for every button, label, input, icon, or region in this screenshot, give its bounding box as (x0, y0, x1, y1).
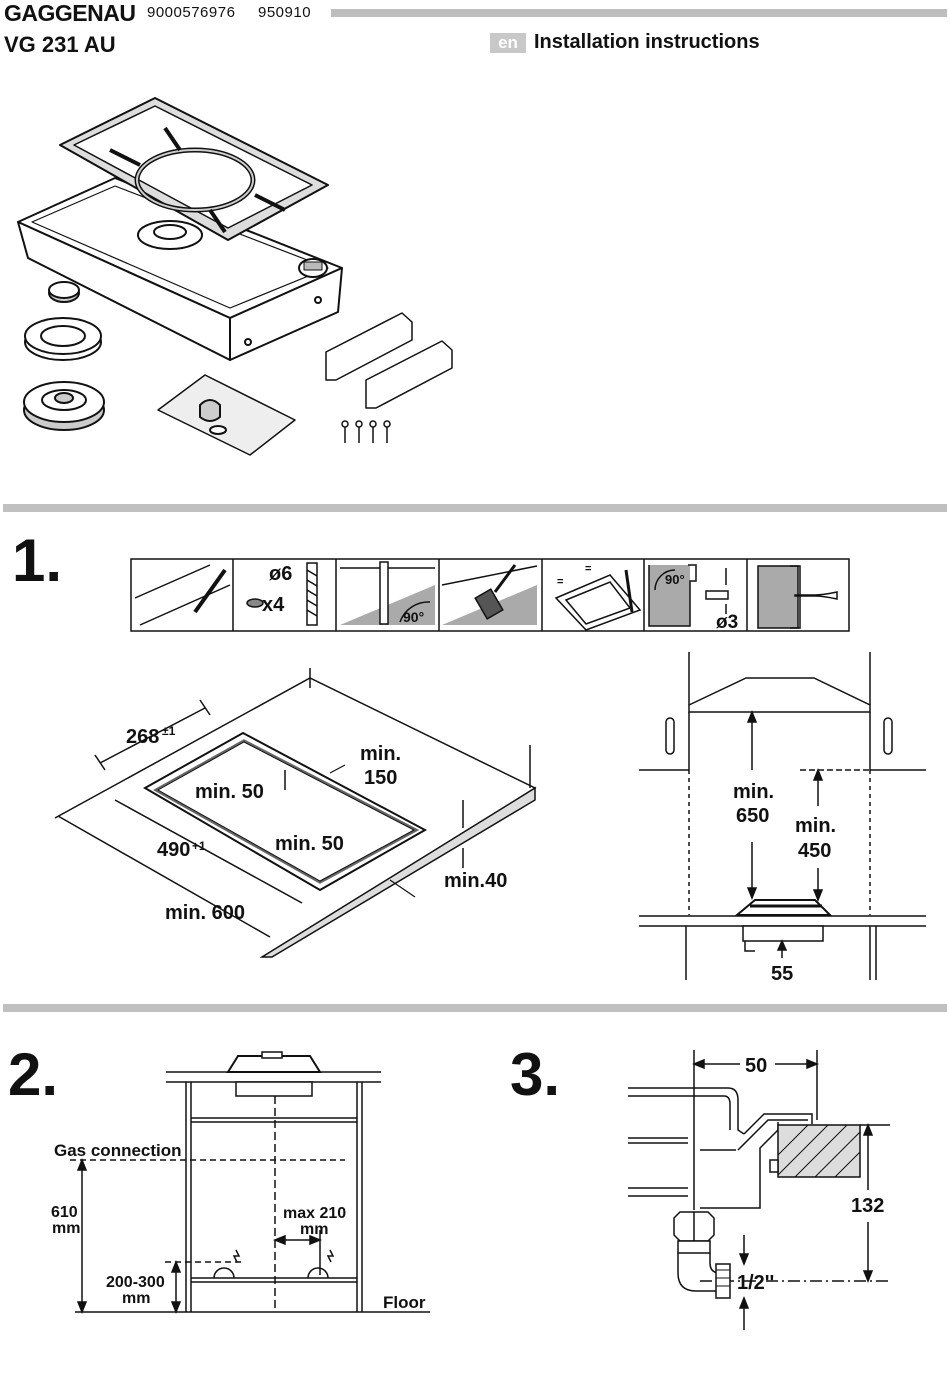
min-back-label-1: min. (360, 743, 401, 765)
min-thickness-label: min.40 (444, 870, 507, 892)
brand-logo: GAGGENAU (4, 0, 136, 26)
step-2-number: 2. (8, 1041, 59, 1108)
min-depth-label: min. 600 (165, 902, 245, 924)
min-side-label: min. 50 (275, 833, 344, 855)
depth-below-label: 55 (771, 963, 793, 985)
cutout-width-label: 268 (126, 726, 159, 748)
min-back-label-2: 150 (364, 767, 397, 789)
drill-diameter-label: ø6 (269, 563, 292, 585)
min-cabinet-label-2: 450 (798, 840, 831, 862)
section-divider-1 (3, 504, 947, 512)
quantity-label: x4 (262, 594, 285, 616)
min-front-label: min. 50 (195, 781, 264, 803)
bracket-angle-label: 90° (665, 572, 685, 587)
gas-connection-label: Gas connection (54, 1141, 182, 1160)
equal-mark-2: = (585, 563, 591, 575)
min-hood-label-1: min. (733, 781, 774, 803)
pilot-hole-label: ø3 (716, 612, 738, 633)
step-1-number: 1. (12, 527, 63, 594)
height-label: 610 (51, 1204, 78, 1221)
offset-label: max 210 (283, 1205, 346, 1222)
cutout-length-tolerance: +1 (192, 839, 206, 853)
model-number: VG 231 AU (4, 32, 116, 57)
offset-unit-label: mm (300, 1221, 328, 1238)
height-dimension-label: 132 (851, 1195, 884, 1217)
min-hood-label-2: 650 (736, 805, 769, 827)
socket-unit-label: mm (122, 1290, 150, 1307)
distance-label: 50 (745, 1055, 767, 1077)
section-divider-2 (3, 1004, 947, 1012)
socket-height-label: 200-300 (106, 1274, 165, 1291)
document-date: 950910 (258, 4, 312, 21)
equal-mark-1: = (557, 576, 563, 588)
min-cabinet-label-1: min. (795, 815, 836, 837)
page-title: Installation instructions (534, 31, 760, 53)
height-unit-label: mm (52, 1220, 80, 1237)
header-rule (331, 9, 947, 17)
cutout-width-tolerance: ±1 (162, 724, 176, 738)
step-3-number: 3. (510, 1041, 561, 1108)
cutout-length-label: 490 (157, 839, 190, 861)
floor-label: Floor (383, 1293, 426, 1312)
language-badge: en (490, 33, 526, 53)
thread-size-label: 1/2'' (737, 1272, 774, 1294)
document-number: 9000576976 (147, 4, 236, 21)
saw-angle-label: 90° (403, 609, 424, 625)
